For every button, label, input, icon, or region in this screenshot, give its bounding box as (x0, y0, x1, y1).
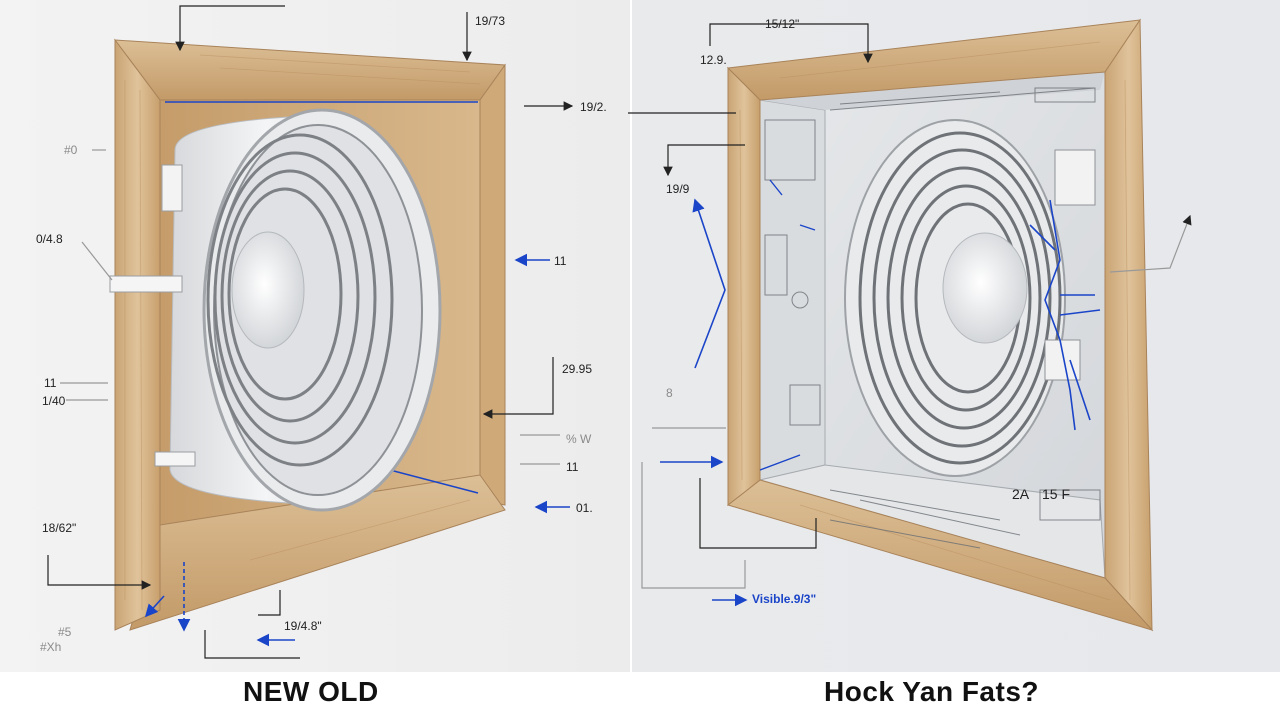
caption-left: NEW OLD (243, 676, 379, 707)
label-side-2: 0/4.8 (36, 232, 63, 246)
label-top-width: 19/73 (475, 14, 506, 28)
panel-divider (630, 0, 632, 672)
right-fan-icon (759, 119, 1101, 477)
label-mid-right: 11 (554, 254, 567, 268)
label-right-panel-1: 2A (1012, 486, 1030, 502)
right-box-markings (764, 87, 1101, 549)
label-bottom-2: 19/4.8" (284, 619, 322, 633)
label-side-3: 11 (44, 376, 57, 390)
left-dimension-lines (47, 5, 574, 659)
left-blue-arrows (144, 253, 570, 647)
right-blue-arrows (660, 198, 748, 607)
label-right-bottom: Visible.9/3" (752, 592, 817, 606)
left-fan-icon (109, 108, 442, 512)
label-right-4: 11 (566, 460, 579, 474)
label-side-1: #0 (64, 143, 78, 157)
label-bottom-1: 18/62" (42, 521, 77, 535)
label-right-depth: 19/2. (580, 100, 607, 114)
label-right-side-2: 8 (666, 386, 673, 400)
caption-right: Hock Yan Fats? (824, 676, 1040, 707)
right-dimension-lines (628, 23, 1192, 589)
caption-bar (0, 672, 1280, 720)
label-right-top-1: 15/12" (765, 17, 800, 31)
label-bottom-4: #Xh (40, 640, 62, 654)
label-right-panel-2: 15 F (1042, 486, 1071, 502)
label-right-top-2: 12.9. (700, 53, 727, 67)
label-right-3: % W (566, 432, 592, 446)
label-side-4: 1/40 (42, 394, 66, 408)
label-right-5: 01. (576, 501, 593, 515)
label-right-2: 29.95 (562, 362, 593, 376)
diagram-artwork (47, 5, 1192, 659)
label-bottom-3: #5 (58, 625, 72, 639)
label-right-side-1: 19/9 (666, 182, 690, 196)
